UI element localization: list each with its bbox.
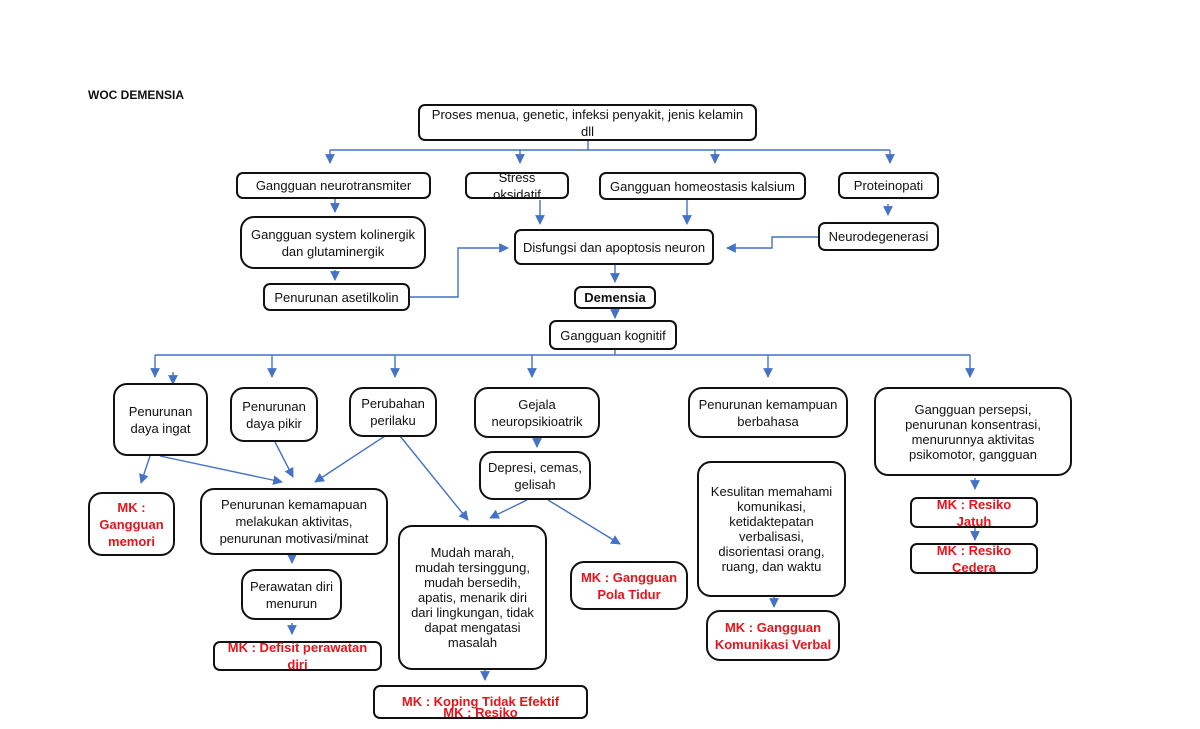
node-persepsi: Gangguan persepsi, penurunan konsentrasi… bbox=[874, 387, 1072, 476]
node-root: Proses menua, genetic, infeksi penyakit,… bbox=[418, 104, 757, 141]
arrow-dayaingat-aktivitas bbox=[159, 455, 283, 485]
node-perilaku: Perubahan perilaku bbox=[349, 387, 437, 437]
mk-resiko: MK : Resiko bbox=[443, 705, 518, 720]
node-proteinopati: Proteinopati bbox=[838, 172, 939, 199]
arrow-dayaingat-mk-memori bbox=[139, 455, 151, 484]
node-berbahasa: Penurunan kemampuan berbahasa bbox=[688, 387, 848, 438]
node-perawatan: Perawatan diri menurun bbox=[241, 569, 342, 620]
arrow-neurodegenerasi-disfungsi bbox=[726, 236, 818, 253]
node-mudah-marah: Mudah marah, mudah tersinggung, mudah be… bbox=[398, 525, 547, 670]
node-aktivitas: Penurunan kemamapuan melakukan aktivitas… bbox=[200, 488, 388, 555]
arrow-perilaku-aktivitas bbox=[314, 435, 386, 483]
node-depresi: Depresi, cemas, gelisah bbox=[479, 451, 591, 500]
mk-gangguan-komunikasi: MK : Gangguan Komunikasi Verbal bbox=[706, 610, 840, 661]
node-neuropsikiatrik: Gejala neuropsikioatrik bbox=[474, 387, 600, 438]
arrow-asetilkolin-disfungsi bbox=[410, 243, 509, 298]
connector-root-bus bbox=[330, 140, 890, 151]
connector-cognitive-bus bbox=[155, 349, 970, 356]
node-asetilkolin: Penurunan asetilkolin bbox=[263, 283, 410, 311]
node-stress: Stress oksidatif bbox=[465, 170, 569, 202]
mk-gangguan-memori: MK : Gangguan memori bbox=[88, 492, 175, 556]
node-kesulitan: Kesulitan memahami komunikasi, ketidakte… bbox=[697, 461, 846, 597]
arrow-depresi-mudahmarah bbox=[489, 499, 528, 519]
node-disfungsi: Disfungsi dan apoptosis neuron bbox=[514, 229, 714, 265]
mk-resiko-cedera: MK : Resiko Cedera bbox=[910, 543, 1038, 575]
node-daya-ingat: Penurunan daya ingat bbox=[113, 383, 208, 456]
node-neurotransmiter: Gangguan neurotransmiter bbox=[236, 172, 431, 199]
node-kolinergik: Gangguan system kolinergik dan glutamine… bbox=[240, 216, 426, 269]
mk-gangguan-pola-tidur: MK : Gangguan Pola Tidur bbox=[570, 561, 688, 610]
page-title: WOC DEMENSIA bbox=[88, 88, 184, 102]
arrow-perilaku-mudahmarah bbox=[399, 435, 469, 521]
mk-koping-tidak-efektif: MK : Koping Tidak Efektif bbox=[401, 694, 560, 709]
node-kognitif: Gangguan kognitif bbox=[549, 320, 677, 350]
mk-resiko-jatuh: MK : Resiko Jatuh bbox=[910, 497, 1038, 529]
arrow-dayapikir-aktivitas bbox=[274, 441, 294, 478]
node-demensia: Demensia bbox=[574, 286, 656, 309]
mk-koping-resiko-box: MK : Koping Tidak Efektif MK : Resiko bbox=[373, 685, 588, 720]
node-homeostasis: Gangguan homeostasis kalsium bbox=[599, 172, 806, 200]
mk-defisit-perawatan: MK : Defisit perawatan diri bbox=[213, 640, 382, 672]
arrow-depresi-polatidur bbox=[547, 499, 621, 545]
node-neurodegenerasi: Neurodegenerasi bbox=[818, 222, 939, 251]
node-daya-pikir: Penurunan daya pikir bbox=[230, 387, 318, 442]
